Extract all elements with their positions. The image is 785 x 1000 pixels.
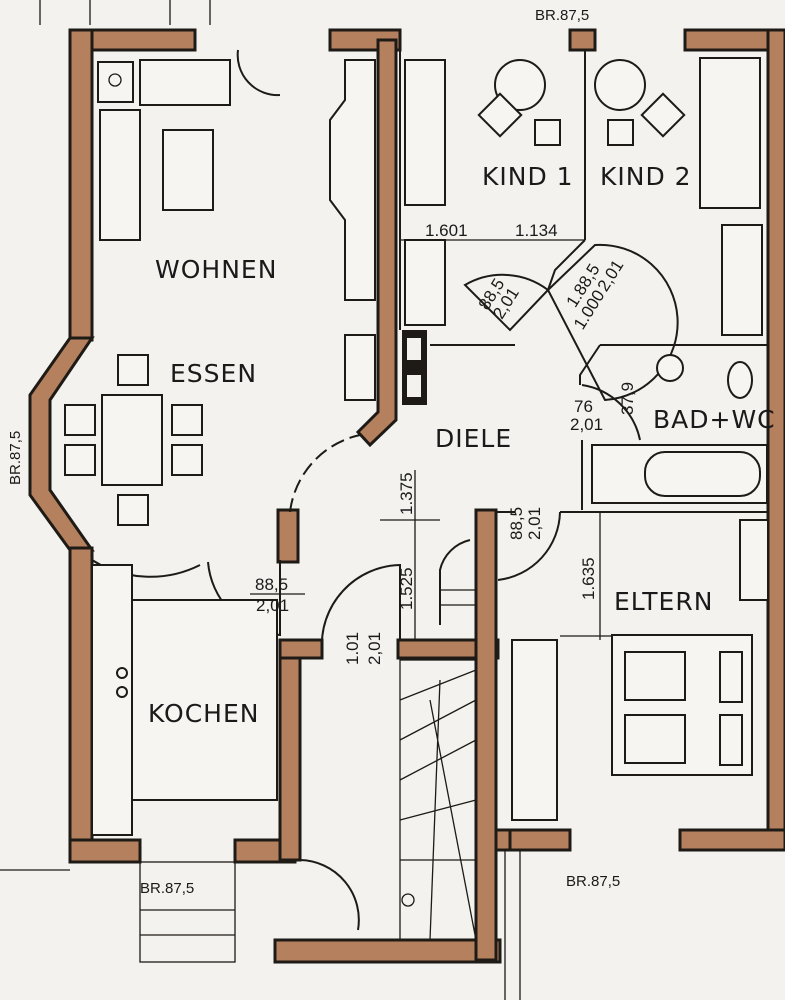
dim-diele-1: 1.375 <box>397 472 416 515</box>
dim-door-kochen-h: 2,01 <box>256 596 289 615</box>
room-label-kochen: KOCHEN <box>148 699 259 728</box>
room-label-bad: BAD+WC <box>653 405 776 434</box>
dim-door-eltern-h: 2,01 <box>525 507 544 540</box>
interior-partitions <box>399 50 768 513</box>
exterior-lines <box>0 0 521 1000</box>
room-label-eltern: ELTERN <box>614 587 713 616</box>
staircase <box>139 539 477 963</box>
parapet-bottom-right: BR.87,5 <box>566 873 620 890</box>
dim-door-entry-h: 2,01 <box>365 632 384 665</box>
dimension-lines <box>380 239 612 640</box>
dim-door-kind2-h: 2,01 <box>594 257 628 295</box>
dim-eltern-offset: 1.635 <box>579 557 598 600</box>
dim-kind1-width: 1.601 <box>425 221 468 240</box>
dim-door-kochen-w: 88,5 <box>255 575 288 594</box>
dim-door-eltern-w: 88,5 <box>507 507 526 540</box>
dim-diele-2: 1.525 <box>397 567 416 610</box>
furniture <box>64 57 769 836</box>
dim-door-bad-h: 2,01 <box>570 415 603 434</box>
walls <box>28 28 785 964</box>
room-label-kind2: KIND 2 <box>600 162 692 191</box>
doors <box>91 49 679 651</box>
parapet-bottom-left: BR.87,5 <box>140 880 194 897</box>
room-label-kind1: KIND 1 <box>482 162 574 191</box>
dim-door-entry-w: 1.01 <box>343 632 362 665</box>
dim-door-bad-w: 76 <box>574 397 593 416</box>
dim-kind2-offset: 1.134 <box>515 221 558 240</box>
parapet-left: BR.87,5 <box>7 431 24 485</box>
parapet-top: BR.87,5 <box>535 7 589 24</box>
dim-bad-offset: 37,9 <box>618 382 637 415</box>
room-label-diele: DIELE <box>435 424 512 453</box>
room-label-essen: ESSEN <box>170 359 257 388</box>
room-label-wohnen: WOHNEN <box>155 255 277 284</box>
